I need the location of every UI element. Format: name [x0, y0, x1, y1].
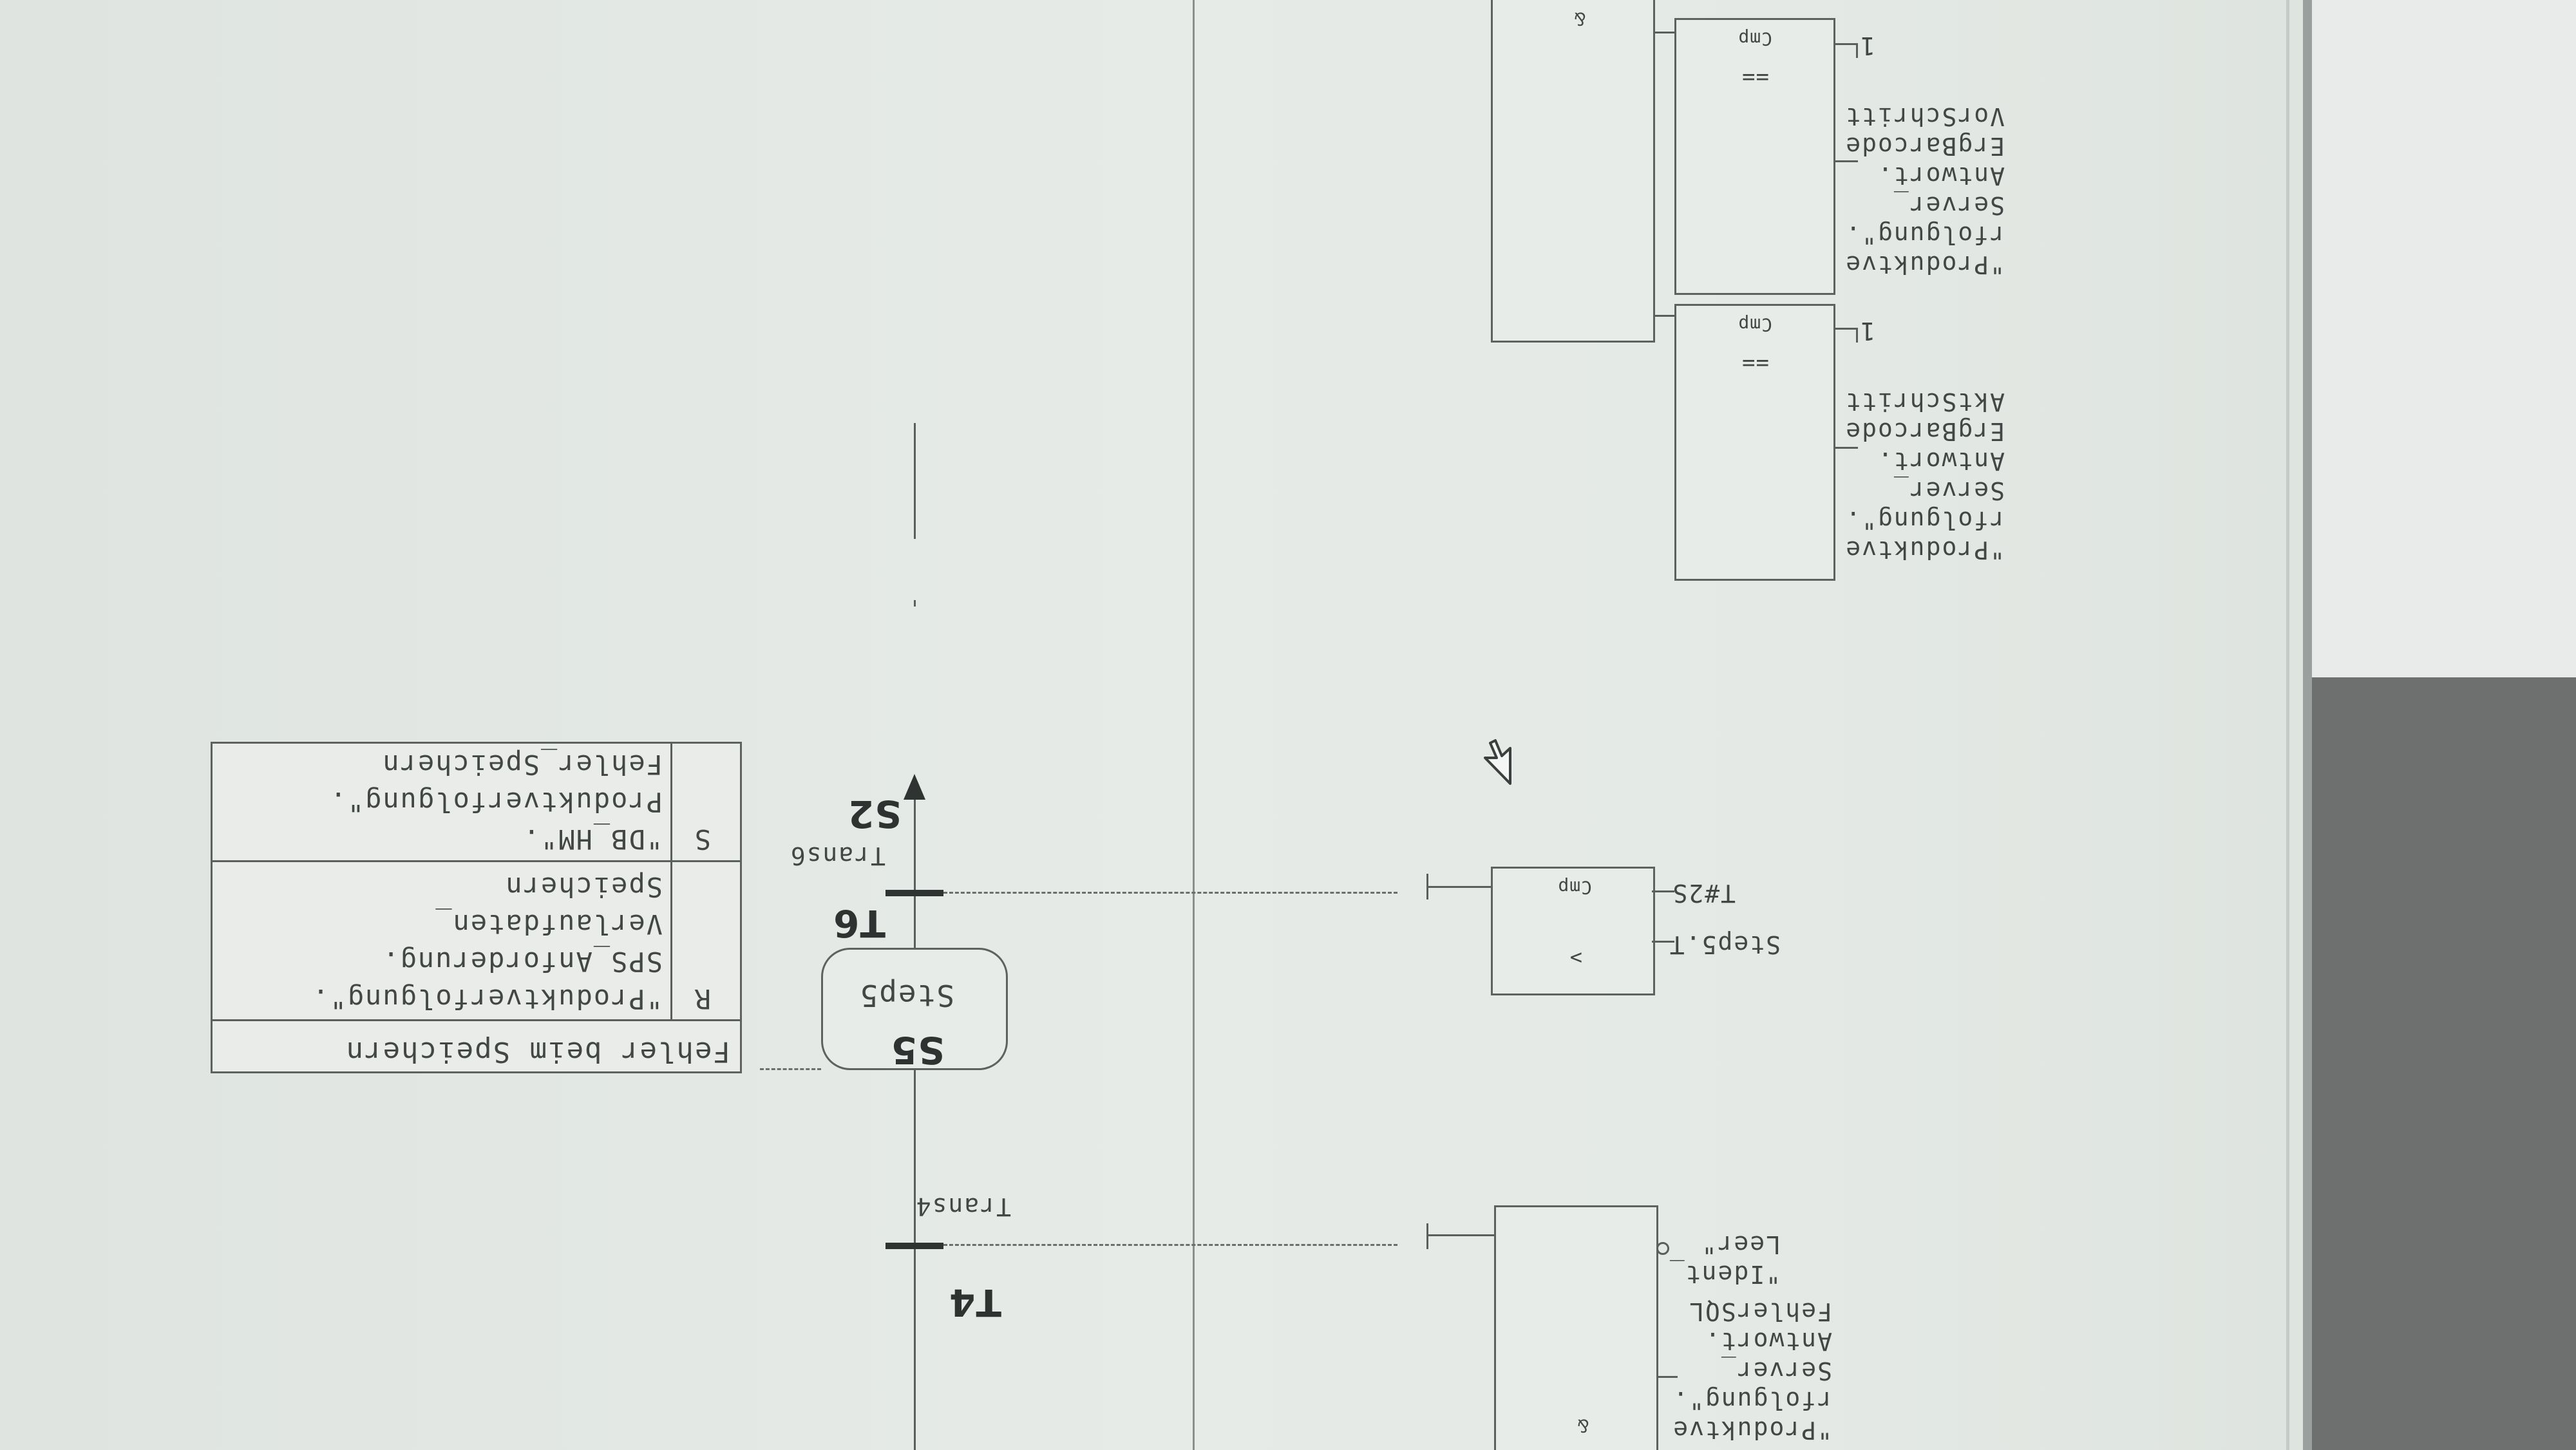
cmp-akt-in1-l3: Server_ — [1892, 476, 2005, 505]
mouse-cursor-icon — [1484, 739, 1511, 785]
cmp-vor-in1-l5: ErgBarcode — [1844, 132, 2005, 160]
action-r-line-2: SPS_Anforderung. — [381, 946, 663, 977]
step-s5-name: Step5 — [858, 978, 954, 1013]
cmp-t6-in1: Step5.T — [1668, 930, 1781, 959]
transition-t6-connector — [943, 892, 1397, 894]
action-s-line-2: Produktverfolgung". — [328, 786, 663, 818]
and-t4-in2-l2: Leer" — [1700, 1230, 1781, 1259]
step-s5-id: S5 — [890, 1028, 945, 1072]
side-panel-border — [2303, 0, 2312, 1450]
and-t4-in1-l1: "Produktve — [1672, 1416, 1832, 1444]
and-t4-in1-l3: Server_ — [1719, 1357, 1832, 1385]
cmp-vor-out-wire — [1655, 32, 1674, 33]
and-t4-label: & — [1577, 1415, 1589, 1436]
action-table-divider-2 — [211, 860, 740, 862]
jump-arrow-s2 — [904, 774, 925, 800]
cmp-t6-output-wire — [1426, 886, 1494, 888]
cmp-vor-in2: 1 — [1859, 32, 1875, 60]
transition-t6-label: T6 — [833, 901, 886, 945]
cmp-vor-in1-l6: VorSchritt — [1844, 102, 2005, 131]
cmp-t6-label: Cmp — [1557, 877, 1592, 898]
action-table-divider-1 — [211, 1019, 740, 1021]
sequence-line-mid — [914, 423, 916, 539]
cmp-vor-in1-l4: Antwort. — [1876, 162, 2005, 190]
cmp-akt-in1-l1: "Produktve — [1844, 536, 2005, 564]
cmp-akt-in2-tick — [1856, 328, 1858, 343]
cmp-vor-op: == — [1741, 64, 1769, 90]
and-top-block[interactable]: & — [1491, 0, 1655, 343]
action-table-title: Fehler beim Speichern — [345, 1035, 730, 1068]
action-table[interactable]: Fehler beim Speichern R "Produktverfolgu… — [211, 742, 742, 1073]
cmp-vor-in1-l1: "Produktve — [1844, 250, 2005, 279]
cmp-akt-label: Cmp — [1738, 314, 1772, 335]
cmp-akt-in1-wire — [1835, 447, 1858, 449]
transition-t6-bar[interactable] — [886, 890, 943, 896]
action-s-line-1: "DB_HM". — [522, 824, 663, 855]
cmp-vor-label: Cmp — [1738, 28, 1772, 50]
cmp-akt-in1-l2: rfolgung". — [1844, 506, 2005, 534]
and-top-label: & — [1574, 8, 1586, 30]
action-r-line-4: Speichern — [504, 871, 663, 903]
and-t4-negation — [1656, 1242, 1669, 1255]
step-action-connector — [760, 1068, 821, 1070]
transition-t4-name: Trans4 — [914, 1192, 1011, 1221]
cmp-vor-block[interactable]: Cmp == — [1674, 18, 1835, 295]
action-table-col-divider — [670, 742, 672, 1021]
cmp-vor-in2-tick — [1856, 44, 1858, 58]
sequence-line-lower — [914, 600, 916, 607]
network-separator — [1193, 0, 1195, 1450]
action-s-line-3: Fehler_Speichern — [381, 749, 663, 780]
cmp-akt-in1-l5: ErgBarcode — [1844, 417, 2005, 446]
cmp-t6-in2: T#2S — [1671, 879, 1736, 907]
transition-t6-name: Trans6 — [789, 842, 886, 870]
cmp-vor-in1-l2: rfolgung". — [1844, 221, 2005, 249]
cmp-t6-block[interactable]: > Cmp — [1491, 867, 1655, 995]
side-panel-dark — [2306, 677, 2576, 1450]
transition-t4-connector — [943, 1244, 1397, 1246]
cmp-t6-output-end — [1426, 874, 1428, 899]
cmp-vor-in1-l3: Server_ — [1892, 191, 2005, 220]
transition-t4-label: T4 — [949, 1281, 1001, 1324]
and-t4-block[interactable]: & — [1494, 1205, 1658, 1450]
cmp-vor-in2-wire — [1835, 43, 1858, 45]
and-t4-in2-l1: "Ident_ — [1668, 1260, 1781, 1288]
and-t4-output-wire — [1426, 1234, 1494, 1236]
jump-target-label: S2 — [847, 792, 902, 836]
and-t4-in1-l5: FehlerSQL — [1688, 1297, 1832, 1326]
action-r-line-3: Verlaufdaten_ — [434, 909, 663, 940]
cmp-akt-block[interactable]: Cmp == — [1674, 304, 1835, 581]
cmp-akt-out-wire — [1655, 315, 1674, 317]
side-panel-edge — [2286, 0, 2289, 1450]
and-t4-output-end — [1426, 1223, 1428, 1249]
step-s5[interactable]: S5 Step5 — [821, 948, 1008, 1072]
action-r-line-1: "Produktverfolgung". — [311, 983, 663, 1015]
and-t4-in1-l4: Antwort. — [1703, 1327, 1832, 1355]
and-t4-in1-l2: rfolgung". — [1672, 1386, 1832, 1415]
transition-t4-bar[interactable] — [886, 1243, 943, 1249]
action-qualifier-r: R — [693, 983, 711, 1015]
cmp-akt-op: == — [1741, 350, 1769, 376]
cmp-akt-in2-wire — [1835, 328, 1858, 330]
action-qualifier-s: S — [693, 824, 711, 855]
cmp-t6-op: > — [1569, 946, 1582, 970]
cmp-akt-in1-l4: Antwort. — [1876, 447, 2005, 475]
and-t4-in1-wire — [1657, 1376, 1678, 1378]
cmp-akt-in2: 1 — [1859, 317, 1875, 345]
cmp-akt-in1-l6: AktSchritt — [1844, 388, 2005, 416]
